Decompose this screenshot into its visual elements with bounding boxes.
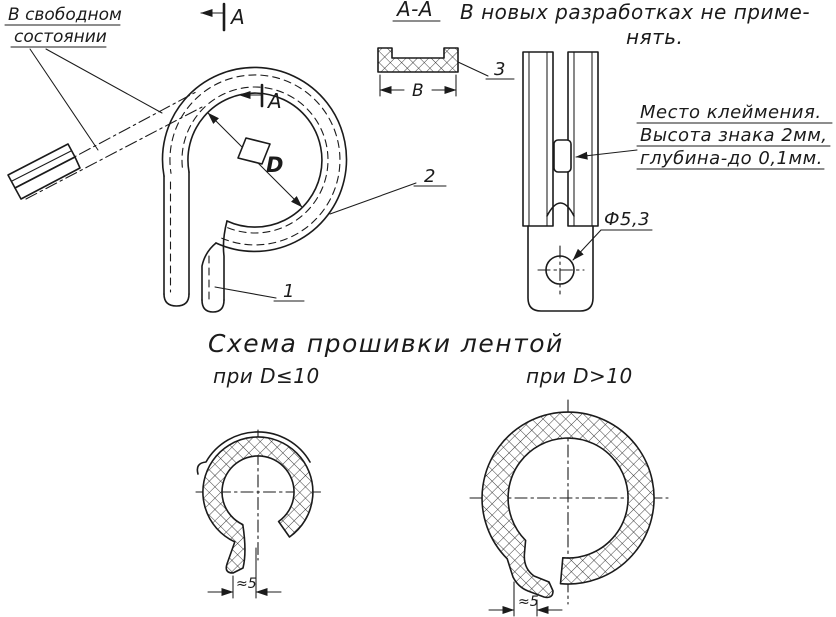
hole-dia-label: Ф5,3 xyxy=(604,209,650,230)
leader-line xyxy=(575,149,638,160)
hole-dia-callout: Ф5,3 xyxy=(572,209,653,261)
balloon-liner: 3 xyxy=(457,59,515,80)
section-label: А-А xyxy=(395,0,433,21)
leader-line xyxy=(329,182,417,215)
section-cut-mid: А xyxy=(238,83,282,113)
marking-note-line2: Высота знака 2мм, xyxy=(640,125,828,146)
marking-note-line3: глубина-до 0,1мм. xyxy=(640,148,823,169)
scheme-diagram-large: ≈5 xyxy=(469,399,669,617)
leader-line xyxy=(457,61,489,77)
right-prong xyxy=(567,51,599,227)
right-leg-edge xyxy=(201,242,217,301)
free-state-annotation: В свободном состоянии xyxy=(4,5,205,200)
clamp-outer-contour xyxy=(161,66,348,253)
scheme-cond-right: при D>10 xyxy=(526,364,633,388)
right-leg-foot xyxy=(201,299,225,313)
band-bend-arc xyxy=(546,202,575,217)
balloon-3-label: 3 xyxy=(494,59,506,80)
width-dimension: В xyxy=(379,74,457,101)
left-prong xyxy=(522,51,554,227)
diameter-dimension: D xyxy=(207,112,303,208)
diameter-letter: D xyxy=(266,153,283,177)
overlap-dim-right-label: ≈5 xyxy=(518,594,539,610)
balloon-leg: 1 xyxy=(214,281,305,302)
main-view: А А D 2 1 xyxy=(161,2,447,313)
section-cut-top: А xyxy=(200,2,245,32)
bracket-body xyxy=(527,225,594,312)
phantom-strap-edge xyxy=(25,105,205,200)
free-state-label-line1: В свободном xyxy=(8,5,122,25)
top-note: В новых разработках не приме- нять. xyxy=(460,0,810,49)
scheme-diagram-small: ≈5 xyxy=(195,429,323,599)
marking-note-line1: Место клеймения. xyxy=(640,102,822,123)
clamp-inner-contour xyxy=(187,92,323,228)
free-state-label-line2: состоянии xyxy=(14,27,107,47)
overlap-dimension-right: ≈5 xyxy=(488,581,563,617)
band-ring-hatched xyxy=(481,411,655,599)
marking-flag xyxy=(237,137,271,165)
hidden-liner-arc xyxy=(169,74,341,246)
marking-note: Место клеймения. Высота знака 2мм, глуби… xyxy=(575,102,833,170)
leader-line xyxy=(572,229,602,261)
balloon-1-label: 1 xyxy=(283,281,295,302)
balloon-2-label: 2 xyxy=(424,166,436,187)
leader-line xyxy=(29,48,99,151)
phantom-strap-tip xyxy=(14,156,81,200)
section-aa-view: А-А В 3 xyxy=(377,0,515,101)
cut-letter-top: А xyxy=(229,5,245,29)
scheme-cond-left: при D≤10 xyxy=(213,364,320,388)
right-leg-edge xyxy=(222,220,228,301)
left-leg-foot xyxy=(163,293,190,307)
side-view: Ф5,3 Место клеймения. Высота знака 2мм, … xyxy=(522,51,833,312)
leader-line xyxy=(214,286,277,299)
width-dim-label: В xyxy=(412,81,424,101)
overlap-dimension-left: ≈5 xyxy=(207,547,282,599)
cut-letter-mid: А xyxy=(266,89,282,113)
marking-place-rect xyxy=(553,139,572,173)
band-cross-section xyxy=(377,47,459,73)
stitching-tape-line xyxy=(196,431,311,475)
note-line2: нять. xyxy=(626,25,683,49)
phantom-strap-line xyxy=(11,150,72,182)
scheme-title: Схема прошивки лентой xyxy=(208,329,564,358)
balloon-band: 2 xyxy=(329,166,447,215)
note-line1: В новых разработках не приме- xyxy=(460,0,810,24)
scheme-section: Схема прошивки лентой при D≤10 при D>10 … xyxy=(195,329,669,617)
overlap-dim-left-label: ≈5 xyxy=(236,576,257,592)
band-ring-hatched xyxy=(202,436,314,574)
leader-line xyxy=(45,48,163,114)
